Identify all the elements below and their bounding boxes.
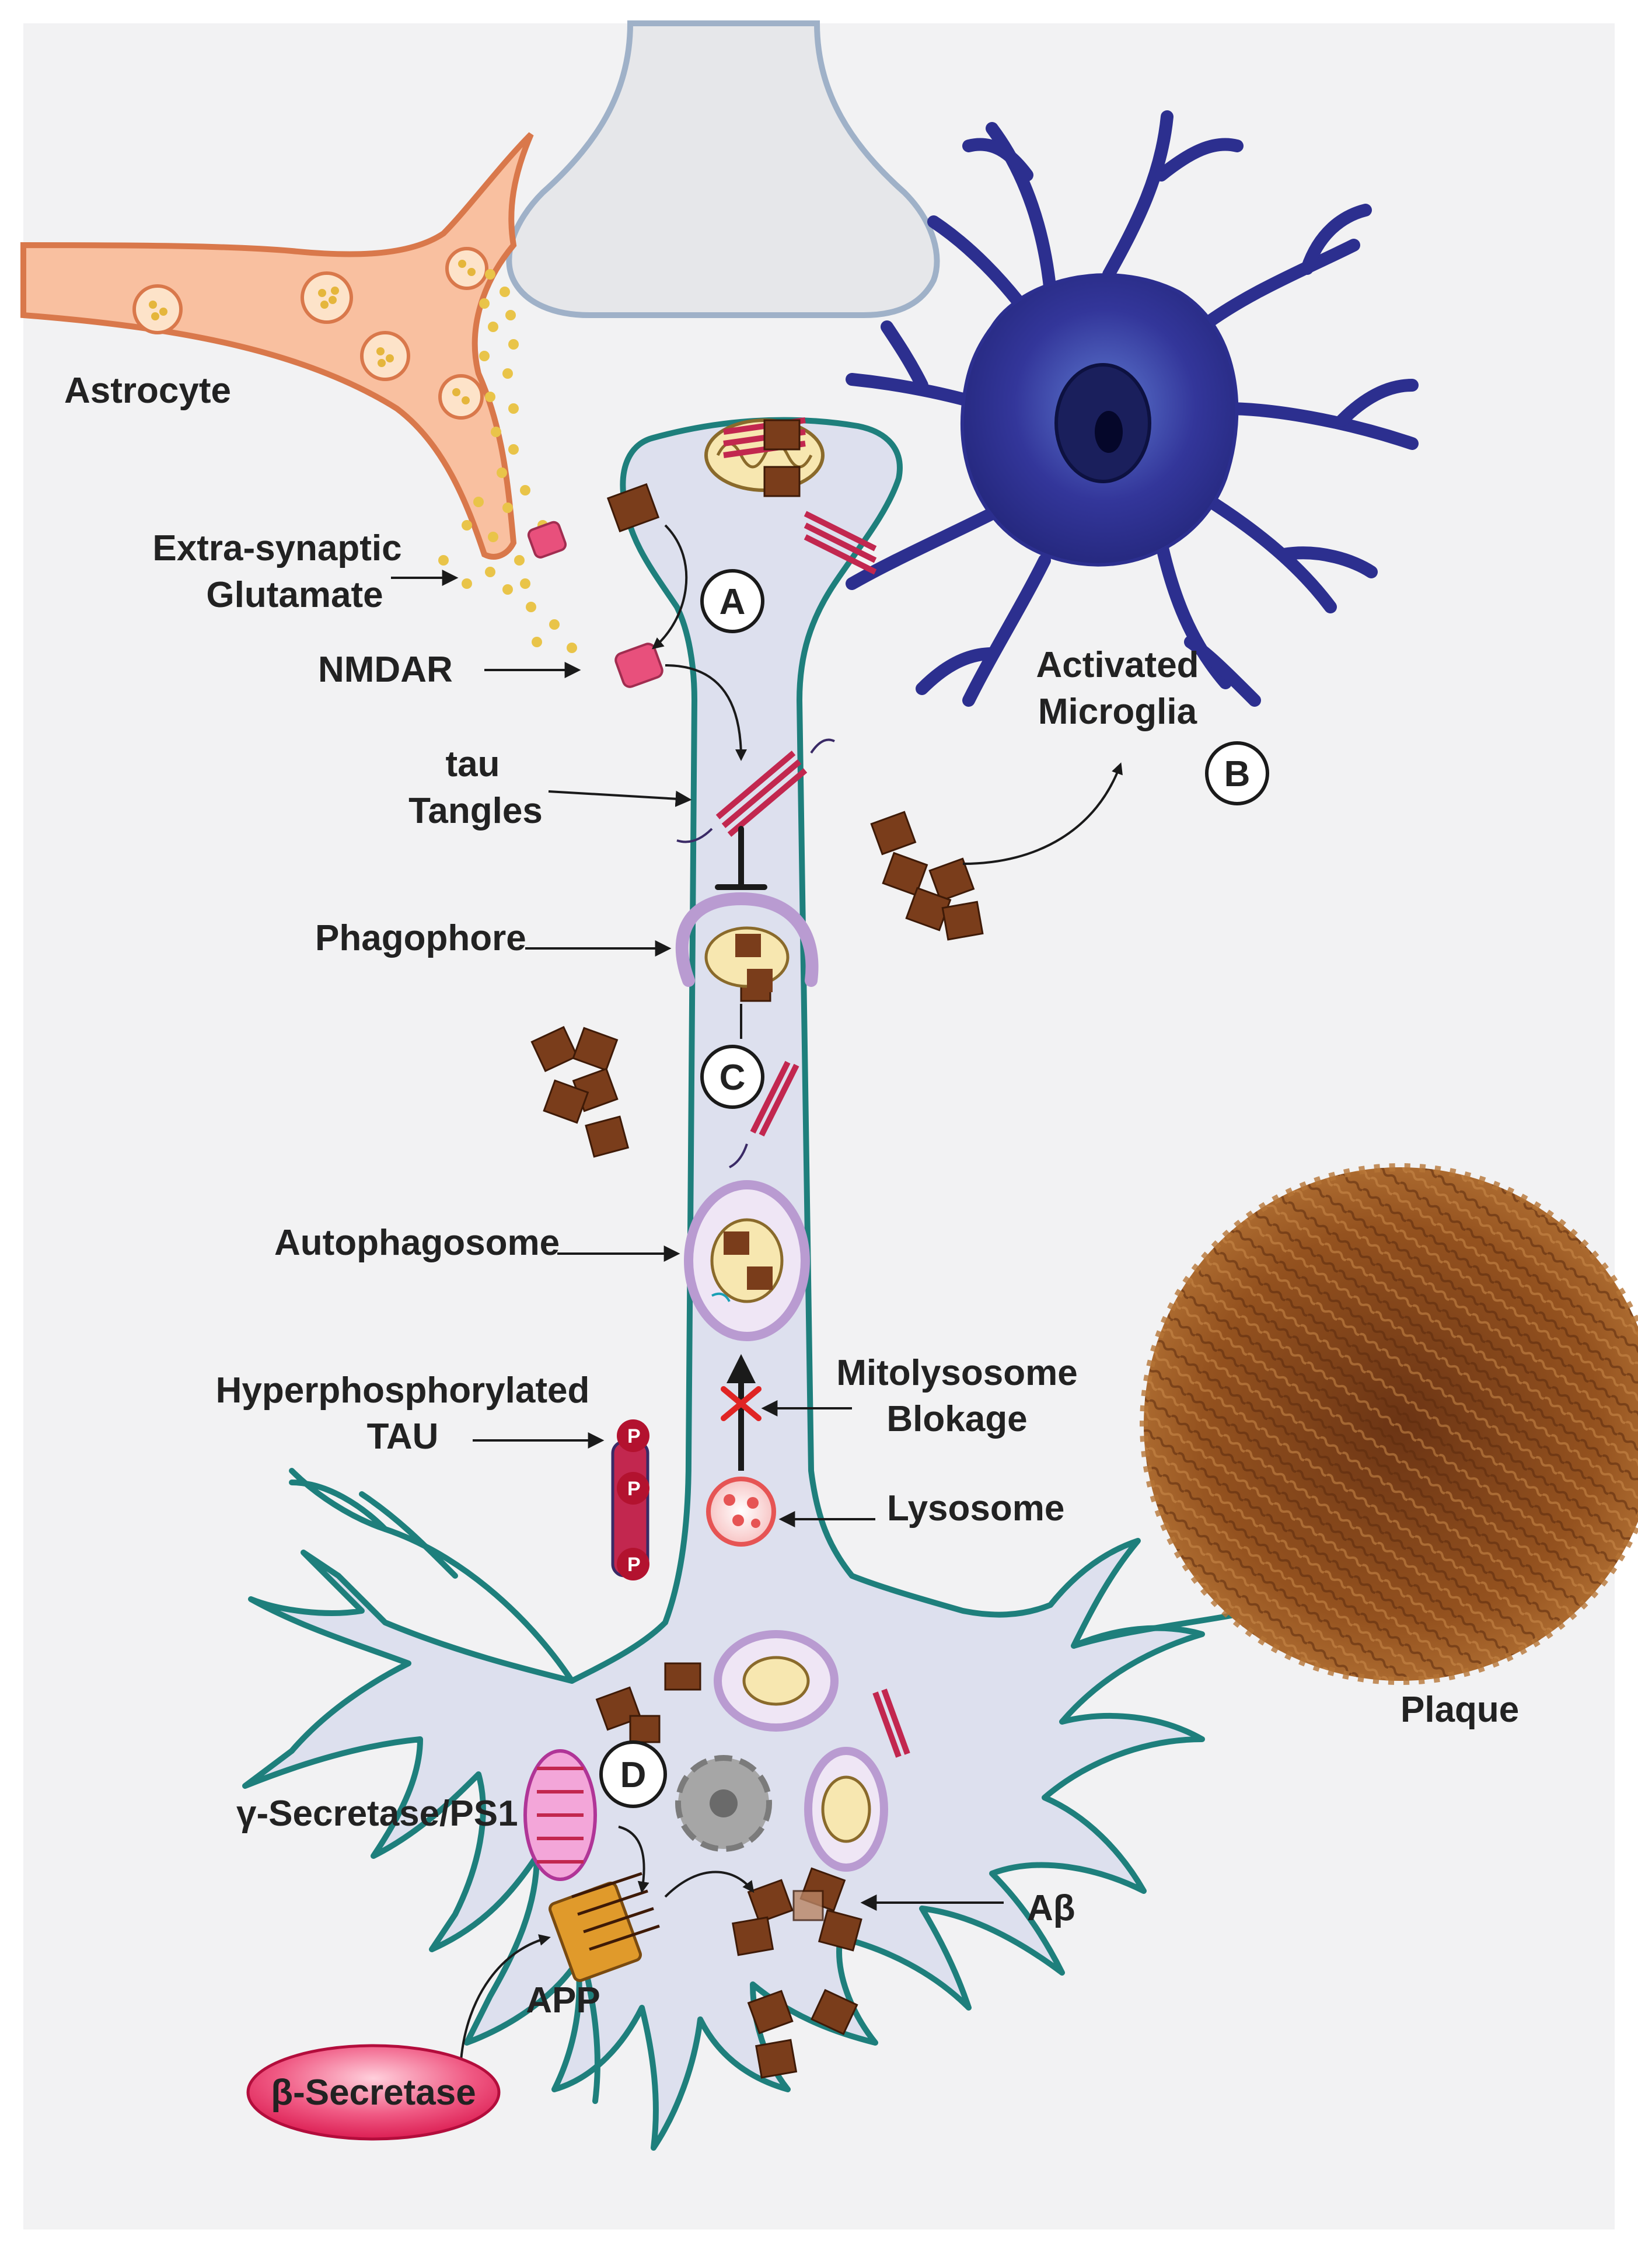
step-d-marker: D [599,1740,667,1808]
microglia-nucleolus [1095,411,1123,453]
activated-microglia-label-line2: Microglia [1038,692,1197,732]
abeta-oligomers [530,419,984,2079]
nmdar-receptor [527,521,663,688]
activated-microglia [846,110,1419,707]
lysosome-label: Lysosome [887,1488,1064,1529]
neuron-nucleolus [710,1789,738,1817]
app-protein [548,1872,660,1982]
autophagosome-soma-2 [804,1747,888,1872]
arrow-beta-to-app [460,1934,551,2061]
autophagosome-label: Autophagosome [274,1223,560,1263]
autophagosome-soma-1 [714,1630,839,1732]
beta-secretase-enzyme [246,2044,501,2141]
phospho-marker: P [627,1425,641,1447]
mitolysosome-label-line2: Blokage [886,1399,1027,1439]
lysosome [706,1477,776,1547]
abeta-label: Aβ [1027,1888,1075,1928]
astrocyte-label: Astrocyte [64,371,231,411]
extra-synaptic-label-line2: Glutamate [206,575,383,615]
inhibition-arrow [715,826,767,890]
step-c-label: C [720,1058,746,1098]
step-c-marker: C [700,1045,764,1109]
blockage-cross-icon [721,1386,762,1421]
arrow-app-to-abeta [664,1871,755,1898]
hyperphosphorylated-label-line2: TAU [367,1416,439,1457]
hyperphosphorylated-label-line1: Hyperphosphorylated [216,1370,590,1411]
astrocyte [20,132,534,560]
app-label: APP [526,1980,600,2021]
amyloid-plaque-texture [1144,1167,1638,1681]
mitolysosome-label-line1: Mitolysosome [836,1353,1077,1393]
glutamate-particles [438,269,577,653]
phospho-marker: P [627,1478,641,1500]
step-a-label: A [720,582,746,622]
arrow-step-a-2 [665,664,747,761]
presynaptic-terminal [506,20,940,318]
tau-tangles-label-line2: Tangles [408,791,543,831]
tau-tangles-label-line1: tau [446,744,500,784]
step-a-marker: A [700,569,764,633]
beta-secretase-label: β-Secretase [271,2072,476,2113]
extra-synaptic-label-line1: Extra-synaptic [152,528,401,568]
autophagosome [684,1180,810,1341]
gamma-secretase [523,1749,597,1881]
phospho-marker: P [627,1554,641,1576]
activated-microglia-label-line1: Activated [1036,645,1199,685]
step-d-label: D [620,1755,647,1795]
gamma-secretase-label: γ-Secretase/PS1 [236,1794,518,1834]
arrow-gamma-to-app [618,1826,649,1893]
step-b-marker: B [1205,741,1269,805]
hyperphosphorylated-tau: P P P [611,1419,649,1580]
label-pointers [391,570,1004,1911]
arrow-step-a-1 [651,524,688,650]
plaque-label: Plaque [1400,1690,1519,1730]
step-b-label: B [1224,754,1251,794]
arrow-abeta-to-microglia [962,762,1123,865]
nmdar-label: NMDAR [318,650,453,690]
phagophore [675,892,819,992]
phagophore-label: Phagophore [315,918,526,958]
